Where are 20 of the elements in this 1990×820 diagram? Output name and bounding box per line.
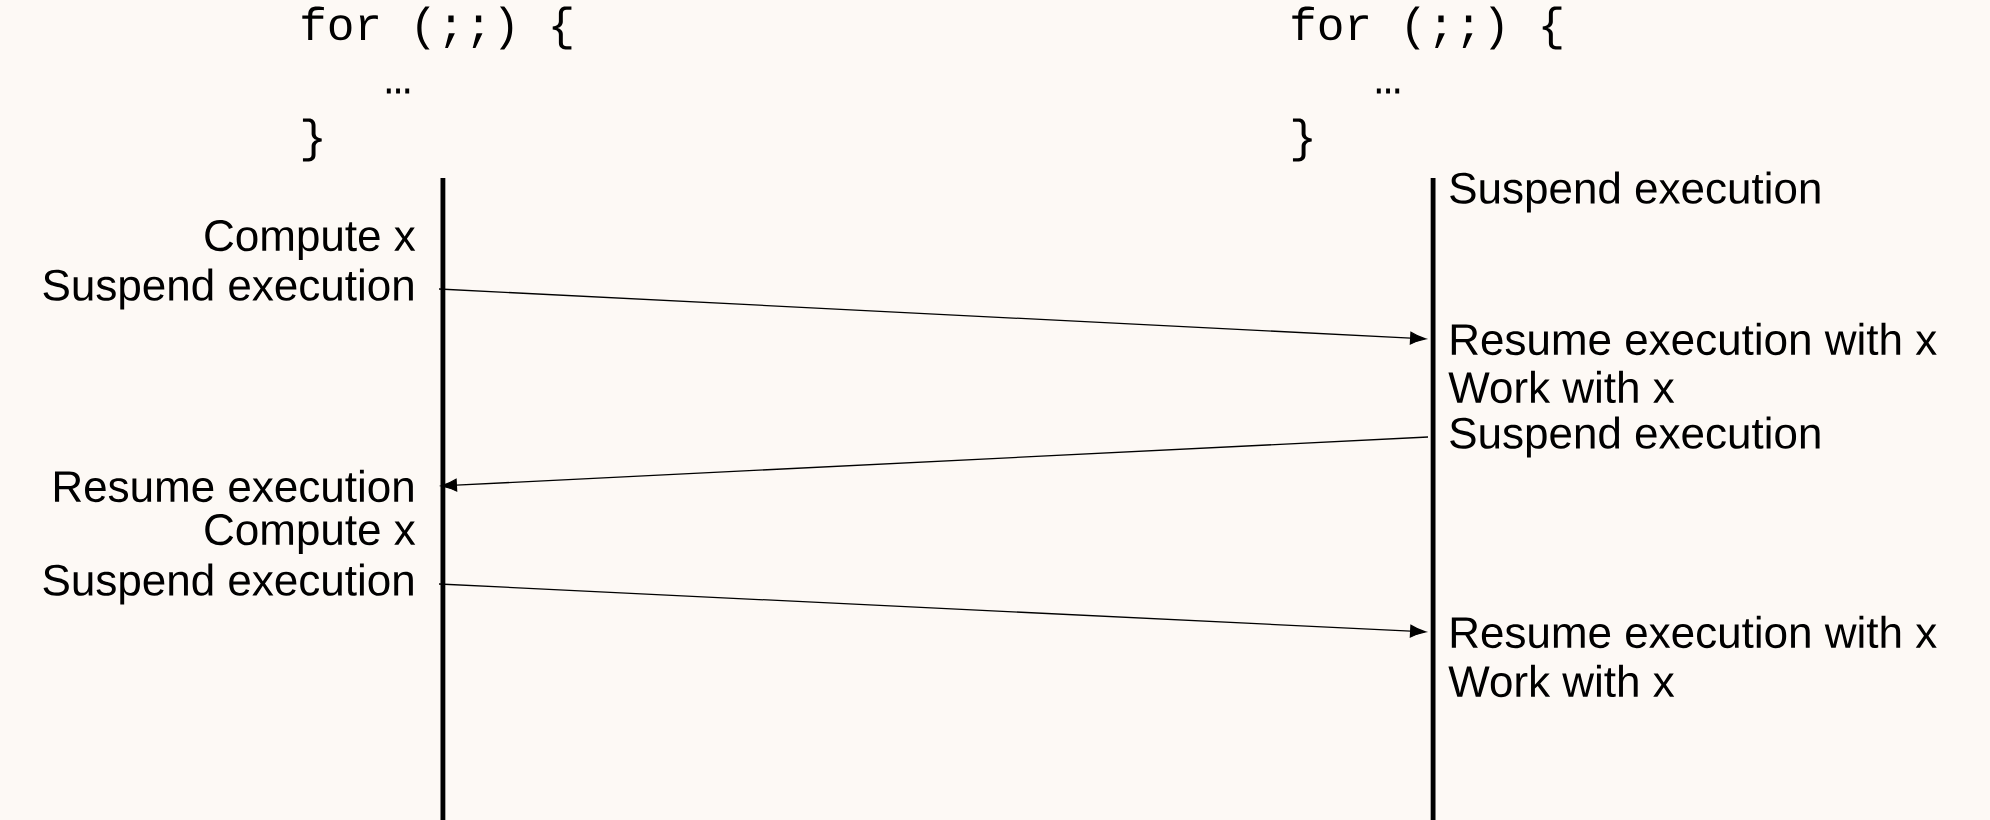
step-text: Resume execution with x (1451, 615, 1937, 649)
node-label: } (302, 118, 322, 162)
node-label: for (;;) { (1292, 6, 1562, 50)
step-text: Resume execution with x (1451, 322, 1937, 356)
step-text: Compute x (205, 514, 416, 554)
arrow (438, 288, 1427, 345)
step-text: Suspend execution (43, 268, 413, 310)
step-text: Work with x (1448, 370, 1675, 404)
step-text: Resume execution (55, 469, 413, 503)
arrow (438, 583, 1427, 638)
step-text: Work with x (1448, 664, 1675, 698)
step-text: Suspend execution (1450, 416, 1820, 458)
arrow (440, 436, 1429, 492)
step-text: Suspend execution (43, 563, 413, 605)
node-label: … (386, 88, 410, 94)
step-text: Compute x (205, 220, 416, 260)
node-label: for (;;) { (302, 6, 572, 50)
node-label: … (1376, 88, 1400, 94)
node-label: } (1292, 118, 1312, 162)
step-text: Suspend execution (1450, 171, 1820, 213)
